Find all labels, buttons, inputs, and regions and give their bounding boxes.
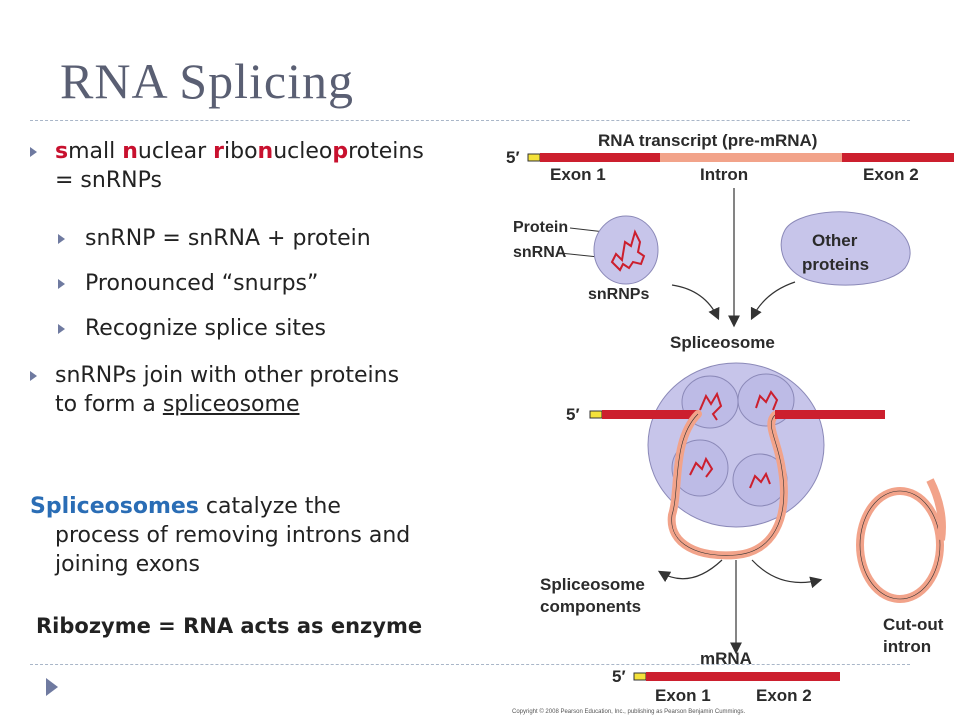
copyright-text: Copyright © 2008 Pearson Education, Inc.… (512, 708, 746, 715)
lariat-tail (926, 478, 946, 541)
components-label-2: components (540, 597, 641, 616)
exon2-label: Exon 2 (863, 165, 919, 184)
slide-nav-arrow-icon[interactable] (46, 678, 58, 696)
spliceosomes-term: Spliceosomes (30, 494, 199, 519)
highlight-letter: n (257, 139, 274, 164)
intron-label: Intron (700, 165, 748, 184)
cutout-intron-label-2: intron (883, 637, 931, 656)
five-prime-label: 5′ (612, 667, 626, 686)
snrna-coil (689, 456, 714, 478)
pre-mrna-label: RNA transcript (pre-mRNA) (598, 131, 817, 150)
exon1-segment (602, 410, 698, 419)
exon2-segment (775, 410, 885, 419)
bullet-text: mall (68, 139, 123, 164)
snrna-coil (699, 391, 723, 421)
bullet-spliceosome-formation: snRNPs join with other proteins to form … (55, 361, 399, 419)
sub-bullet-composition: snRNP = snRNA + protein (85, 226, 371, 251)
intron-loop-outline (671, 413, 785, 556)
lariat-outline (859, 490, 941, 600)
bullet-text: snRNPs join with other proteins (55, 363, 400, 388)
snrnps-label: snRNPs (588, 286, 649, 303)
paragraph-text: process of removing introns and (55, 523, 411, 548)
snrna-coil (610, 229, 646, 272)
other-proteins-label-1: Other (812, 231, 858, 250)
arrow-snrnp-icon (671, 284, 720, 321)
footer-divider (30, 664, 910, 665)
exon2-segment (734, 672, 840, 681)
snrna-coil (749, 471, 771, 489)
spliceosome-function-text: Spliceosomes catalyze the process of rem… (30, 492, 410, 579)
exon2-segment (842, 153, 954, 162)
five-prime-label: 5′ (566, 405, 580, 424)
snrna-coil (755, 390, 779, 411)
other-proteins-label-2: proteins (802, 255, 869, 274)
ribozyme-note: Ribozyme = RNA acts as enzyme (36, 614, 423, 638)
exon1-label: Exon 1 (550, 165, 606, 184)
five-prime-cap (527, 153, 541, 162)
title-divider (30, 120, 910, 121)
slide-title: RNA Splicing (60, 53, 354, 109)
sub-bullet-pronunciation: Pronounced “snurps” (85, 271, 319, 296)
sub-bullet-function: Recognize splice sites (85, 316, 326, 341)
mrna-label: mRNA (700, 649, 752, 668)
paragraph-text: catalyze the (198, 494, 341, 519)
exon1-segment (646, 672, 734, 681)
five-prime-cap (633, 672, 647, 681)
five-prime-label: 5′ (506, 148, 520, 167)
snrnp-particle (593, 215, 659, 285)
exon1-segment (540, 153, 660, 162)
cutout-intron-lariat (856, 487, 944, 603)
arrow-proteins-icon (750, 281, 796, 321)
intron-segment (660, 153, 842, 162)
arrow-intron-icon (751, 559, 823, 589)
highlight-letter: n (122, 139, 138, 164)
highlight-letter: s (55, 139, 69, 164)
bullet-snrnp-definition: small nuclear ribonucleoproteins = snRNP… (55, 137, 424, 195)
bullet-marker (30, 371, 37, 381)
spliceosome-term: spliceosome (162, 392, 300, 417)
components-label-1: Spliceosome (540, 575, 645, 594)
bullet-text: uclear (137, 139, 214, 164)
snrna-label: snRNA (513, 244, 567, 261)
bullet-text: to form a (55, 392, 163, 417)
cutout-intron-label-1: Cut-out (883, 615, 944, 634)
bullet-text: = snRNPs (55, 168, 162, 193)
highlight-letter: r (213, 139, 224, 164)
sub-bullet-marker (58, 234, 65, 244)
sub-bullet-marker (58, 279, 65, 289)
highlight-letter: p (332, 139, 349, 164)
arrow-components-icon (657, 559, 723, 583)
bullet-marker (30, 147, 37, 157)
bullet-text: ucleo (273, 139, 333, 164)
spliceosome-label: Spliceosome (670, 333, 775, 352)
bullet-text: roteins (348, 139, 424, 164)
bullet-text: ibo (224, 139, 258, 164)
exon1-label: Exon 1 (655, 686, 711, 705)
protein-label: Protein (513, 219, 568, 236)
other-proteins-blob (780, 211, 911, 286)
paragraph-text: joining exons (55, 552, 200, 577)
five-prime-cap (589, 410, 603, 419)
sub-bullet-marker (58, 324, 65, 334)
exon2-label: Exon 2 (756, 686, 812, 705)
